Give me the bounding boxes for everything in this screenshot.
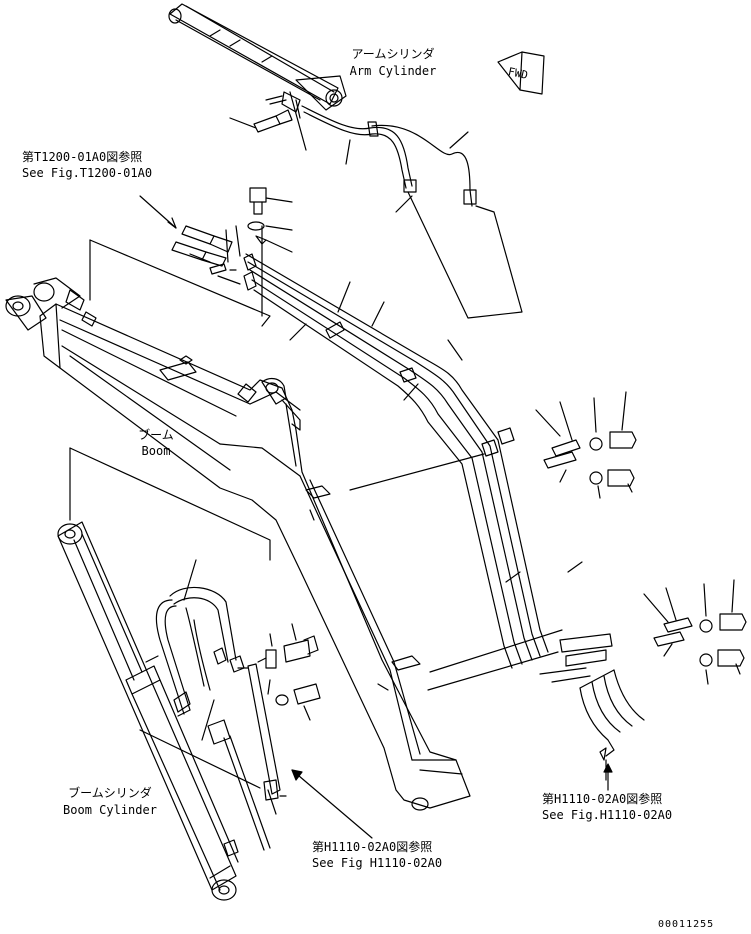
boom-cylinder-hose [155, 559, 281, 851]
boom [5, 277, 471, 811]
boom-cylinder-label-jp: ブームシリンダ [68, 786, 152, 800]
arm-cylinder-hose [301, 105, 477, 207]
arm-cylinder-bolts [229, 91, 307, 151]
leader-arm-hose [407, 191, 523, 319]
leader-h1110-right [603, 763, 613, 791]
arm-cylinder-label-jp: アームシリンダ [351, 47, 435, 61]
see-fig-h1110-center-jp: 第H1110-02A0図参照 [312, 840, 433, 854]
see-fig-t1200-label-jp: 第T1200-01A0図参照 [22, 150, 143, 164]
clamp-upper-right [535, 391, 637, 499]
boom-label-en: Boom [141, 444, 171, 458]
drawing-number: 00011255 [658, 919, 715, 930]
see-fig-t1200-label-en: See Fig.T1200-01A0 [22, 166, 153, 180]
see-fig-h1110-right-en: See Fig.H1110-02A0 [542, 808, 673, 822]
see-fig-h1110-right-jp: 第H1110-02A0図参照 [542, 792, 663, 806]
arm-cylinder [168, 3, 347, 113]
clamp-lower-right [643, 579, 747, 685]
hose-fittings-t1200 [139, 195, 241, 275]
boom-label-jp: ブーム [138, 428, 174, 442]
see-fig-h1110-center-en: See Fig H1110-02A0 [312, 856, 443, 870]
leader-h1110-center [291, 769, 373, 839]
boom-hoses [217, 253, 613, 669]
boom-cylinder [57, 521, 239, 901]
forward-arrow [497, 51, 545, 95]
hose-ends-lower [539, 667, 645, 781]
bolt-and-washer-upper [247, 187, 293, 253]
arm-cylinder-label-en: Arm Cylinder [349, 64, 437, 78]
boom-cylinder-label-en: Boom Cylinder [63, 803, 157, 817]
bolts-near-boom-cylinder [237, 623, 321, 721]
